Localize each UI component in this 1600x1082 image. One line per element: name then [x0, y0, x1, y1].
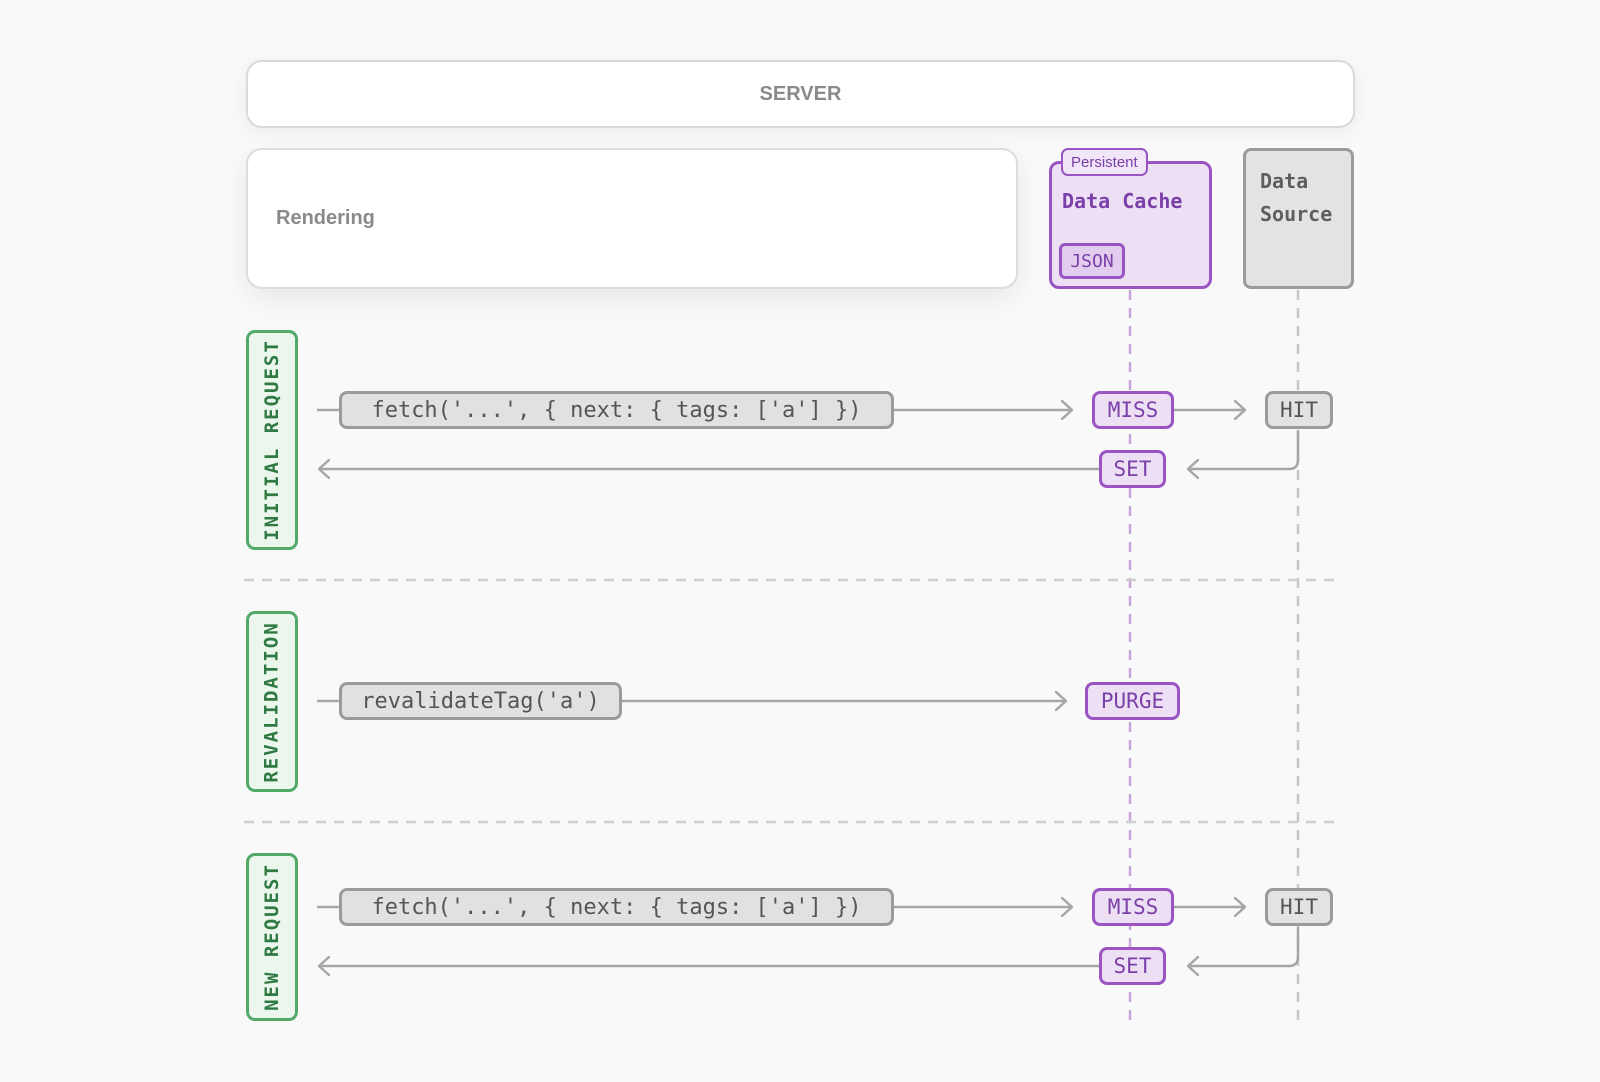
hit-text: HIT: [1280, 398, 1318, 422]
purge-tag: PURGE: [1085, 682, 1180, 720]
fetch-call-pill: fetch('...', { next: { tags: ['a'] }): [339, 391, 894, 429]
new-request-label: NEW REQUEST: [261, 863, 283, 1011]
initial-request-label: INITIAL REQUEST: [261, 339, 283, 541]
revalidation-label: REVALIDATION: [261, 620, 283, 783]
section-label-initial-request: INITIAL REQUEST: [246, 330, 298, 550]
persistent-badge: Persistent: [1061, 148, 1148, 176]
revalidate-call-text: revalidateTag('a'): [361, 688, 600, 714]
fetch-call-pill: fetch('...', { next: { tags: ['a'] }): [339, 888, 894, 926]
fetch-call-text: fetch('...', { next: { tags: ['a'] }): [371, 397, 862, 423]
data-cache-title: Data Cache: [1062, 189, 1183, 213]
fetch-call-text: fetch('...', { next: { tags: ['a'] }): [371, 894, 862, 920]
hit-tag: HIT: [1265, 391, 1333, 429]
revalidate-call-pill: revalidateTag('a'): [339, 682, 622, 720]
rendering-box: Rendering: [246, 148, 1018, 289]
set-tag: SET: [1099, 947, 1166, 985]
section-label-new-request: NEW REQUEST: [246, 853, 298, 1021]
hit-text: HIT: [1280, 895, 1318, 919]
miss-tag: MISS: [1092, 391, 1174, 429]
server-label: SERVER: [759, 82, 842, 105]
set-text: SET: [1113, 457, 1152, 481]
data-source-box: Data Source: [1243, 148, 1354, 289]
data-source-line1: Data: [1260, 169, 1309, 193]
miss-text: MISS: [1107, 398, 1159, 422]
purge-text: PURGE: [1100, 689, 1165, 713]
json-badge: JSON: [1059, 243, 1125, 279]
miss-text: MISS: [1107, 895, 1159, 919]
source-return-arrow: [1188, 927, 1300, 966]
section-label-revalidation: REVALIDATION: [246, 611, 298, 792]
set-tag: SET: [1099, 450, 1166, 488]
set-text: SET: [1113, 954, 1152, 978]
server-header: SERVER: [246, 60, 1355, 128]
data-source-line2: Source: [1260, 202, 1333, 226]
source-return-arrow: [1188, 430, 1300, 469]
hit-tag: HIT: [1265, 888, 1333, 926]
rendering-label: Rendering: [276, 207, 375, 229]
miss-tag: MISS: [1092, 888, 1174, 926]
